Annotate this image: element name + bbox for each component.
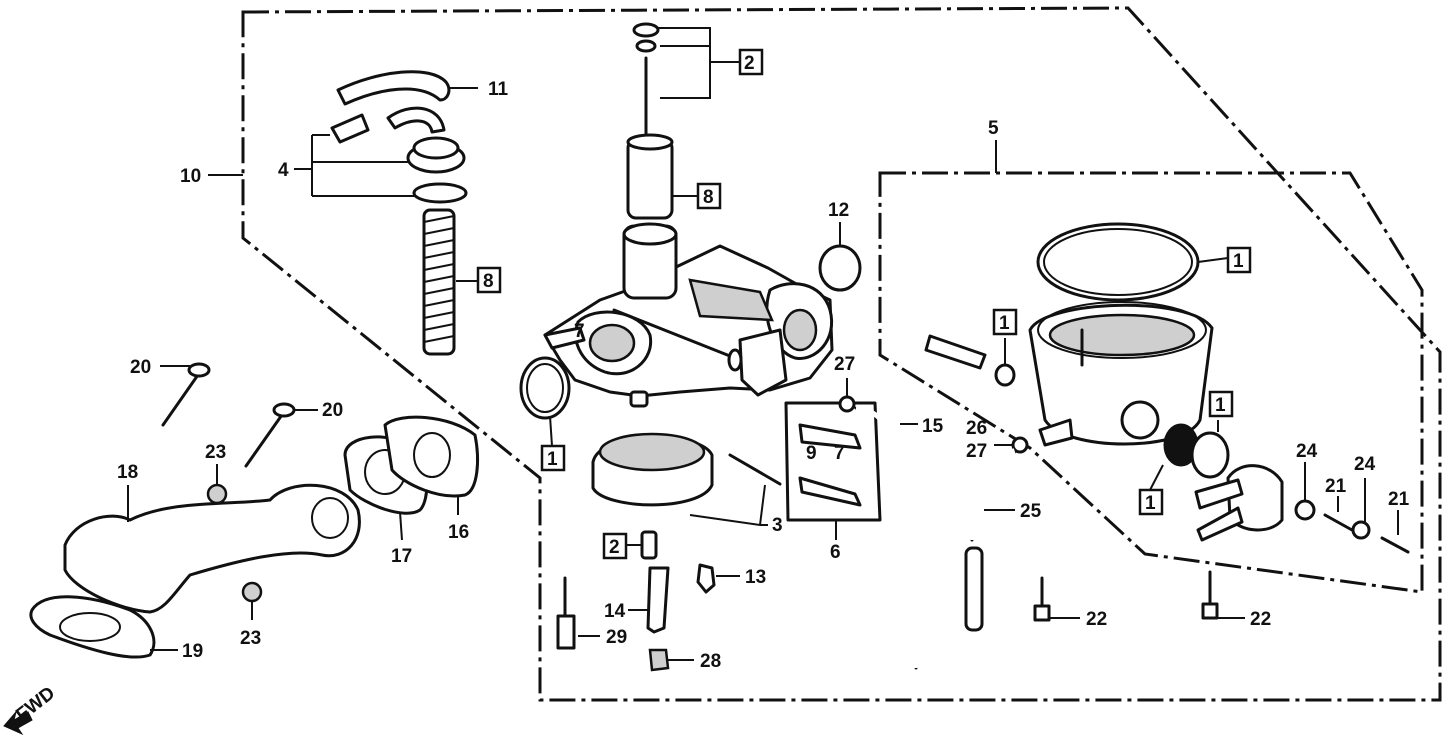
- callout-1-oring: 1: [1215, 395, 1226, 416]
- callout-9: 9: [806, 443, 817, 464]
- callout-20-right: 20: [322, 400, 343, 421]
- o-ring-left: [519, 356, 571, 447]
- callout-22-right: 22: [1250, 609, 1271, 630]
- throttle-spring: [422, 208, 478, 356]
- throttle-valve: [626, 133, 698, 220]
- callout-29: 29: [606, 627, 627, 648]
- small-parts: [556, 530, 1245, 672]
- callout-27-lower: 27: [966, 441, 987, 462]
- float-chamber-assembly-outline: [878, 171, 1424, 594]
- callout-8-valve: 8: [703, 187, 714, 208]
- callout-24-right: 24: [1354, 454, 1376, 475]
- callout-21-left: 21: [1325, 476, 1347, 497]
- callout-17: 17: [391, 546, 412, 567]
- jet-needle-assembly: [632, 22, 740, 142]
- callout-14: 14: [604, 601, 626, 622]
- callout-25: 25: [1020, 501, 1042, 522]
- callout-7-kit: 7: [834, 443, 845, 464]
- callout-11: 11: [488, 79, 509, 100]
- callout-5: 5: [988, 118, 999, 139]
- callout-21-right: 21: [1388, 489, 1410, 510]
- nut-23-lower: [241, 581, 263, 603]
- callout-13: 13: [745, 567, 766, 588]
- callout-1-jet: 1: [999, 313, 1010, 334]
- drain-tube-25: [964, 436, 1029, 632]
- cap-12: [818, 222, 862, 292]
- fwd-label: FWD: [12, 683, 59, 726]
- callout-labels: 11 2 4 10 8 8 5 12 1 1 7 27 15 1 9 7 26 …: [117, 53, 1410, 672]
- callout-6: 6: [830, 542, 841, 563]
- callout-4: 4: [278, 160, 289, 181]
- callout-27-upper: 27: [834, 354, 855, 375]
- callout-15: 15: [922, 416, 944, 437]
- callout-7-body: 7: [574, 321, 585, 342]
- callout-16: 16: [448, 522, 469, 543]
- callout-1-gasket: 1: [1233, 251, 1244, 272]
- intake-pipe-18: [63, 483, 361, 614]
- callout-8-spring: 8: [483, 271, 494, 292]
- reference-boxes: [476, 48, 1252, 560]
- callout-22-left: 22: [1086, 609, 1107, 630]
- bolts-20: [160, 362, 318, 468]
- vent-tube-11: [336, 70, 478, 106]
- callout-26: 26: [966, 418, 987, 439]
- callout-12: 12: [828, 200, 849, 221]
- throttle-cap-4: [294, 106, 468, 204]
- callout-3: 3: [772, 515, 783, 536]
- carburetor-assembly-outline: [241, 6, 1442, 702]
- callout-2-top: 2: [744, 53, 755, 74]
- callout-18: 18: [117, 462, 138, 483]
- nut-23-upper: [206, 483, 228, 505]
- callout-2-bottom: 2: [609, 537, 620, 558]
- callout-24-left: 24: [1296, 441, 1318, 462]
- float-chamber: [924, 222, 1410, 554]
- callout-23-upper: 23: [205, 442, 226, 463]
- air-cleaner-connector-3: [591, 432, 782, 527]
- carburetor-body: [543, 222, 834, 408]
- callout-19: 19: [182, 641, 203, 662]
- callout-20-left: 20: [130, 357, 151, 378]
- callout-10: 10: [180, 166, 201, 187]
- gaskets-16-17: [343, 415, 480, 541]
- gasket-19: [29, 595, 178, 659]
- callout-28: 28: [700, 651, 721, 672]
- callout-1-diaphragm: 1: [1145, 493, 1156, 514]
- fuel-tube-15: [838, 378, 919, 670]
- forward-direction-arrow: FWD: [3, 683, 59, 736]
- screw-kit-6: [784, 401, 882, 540]
- callout-23-lower: 23: [240, 628, 261, 649]
- callout-1-left: 1: [547, 449, 558, 470]
